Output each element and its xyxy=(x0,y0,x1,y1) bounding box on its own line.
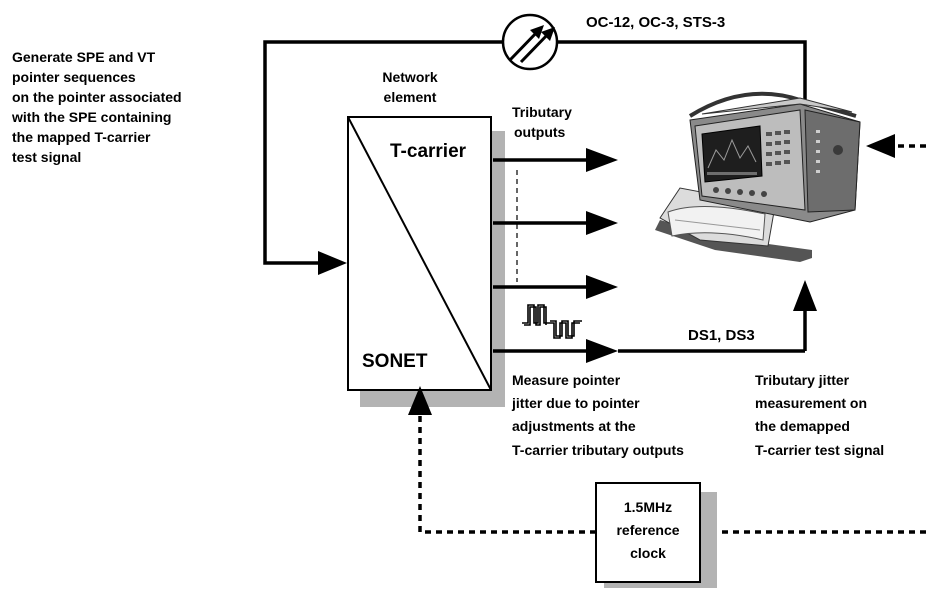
network-element-title-line: element xyxy=(384,89,437,105)
tributary-output-arrows xyxy=(493,148,817,363)
sonet-label: SONET xyxy=(362,351,428,372)
link-label: OC-12, OC-3, STS-3 xyxy=(586,14,725,31)
generate-note-line: on the pointer associated xyxy=(12,89,182,105)
tributary-jitter-note-line: T-carrier test signal xyxy=(755,442,884,458)
reference-clock-dotted-lines xyxy=(408,134,929,534)
measure-note-line: Measure pointer xyxy=(512,372,621,388)
tributary-outputs-line: outputs xyxy=(514,124,566,140)
ds-label: DS1, DS3 xyxy=(688,327,755,344)
loop-arrowhead xyxy=(318,251,347,275)
tributary-jitter-note-line: the demapped xyxy=(755,418,850,434)
measure-note-line: T-carrier tributary outputs xyxy=(512,442,684,458)
generate-note-line: with the SPE containing xyxy=(11,109,171,125)
network-element-title: Network element xyxy=(382,69,437,105)
jitter-waveform-icon xyxy=(522,304,582,339)
tributary-jitter-note: Tributary jitter measurement on the dema… xyxy=(755,372,884,458)
reference-clock-line: clock xyxy=(630,545,666,561)
generate-note-line: test signal xyxy=(12,149,81,165)
optical-attenuator-icon xyxy=(501,13,559,71)
reference-clock-box xyxy=(595,482,717,588)
network-element-title-line: Network xyxy=(382,69,437,85)
network-element-box xyxy=(347,116,505,407)
tributary-jitter-note-line: measurement on xyxy=(755,395,867,411)
reference-clock-line: reference xyxy=(616,522,679,538)
reference-clock-label: 1.5MHz reference clock xyxy=(616,499,679,561)
generate-note-line: the mapped T-carrier xyxy=(12,129,151,145)
generate-note-line: pointer sequences xyxy=(12,69,136,85)
t-carrier-label: T-carrier xyxy=(390,141,467,162)
test-set-illustration xyxy=(655,91,861,262)
generate-note: Generate SPE and VT pointer sequences on… xyxy=(11,49,182,165)
tributary-outputs-line: Tributary xyxy=(512,104,572,120)
tributary-jitter-note-line: Tributary jitter xyxy=(755,372,850,388)
measure-note: Measure pointer jitter due to pointer ad… xyxy=(511,372,684,458)
reference-clock-line: 1.5MHz xyxy=(624,499,672,515)
measure-note-line: adjustments at the xyxy=(512,418,636,434)
optical-loop-line xyxy=(263,40,807,275)
measure-note-line: jitter due to pointer xyxy=(511,395,640,411)
generate-note-line: Generate SPE and VT xyxy=(12,49,156,65)
tributary-outputs-label: Tributary outputs xyxy=(512,104,572,140)
